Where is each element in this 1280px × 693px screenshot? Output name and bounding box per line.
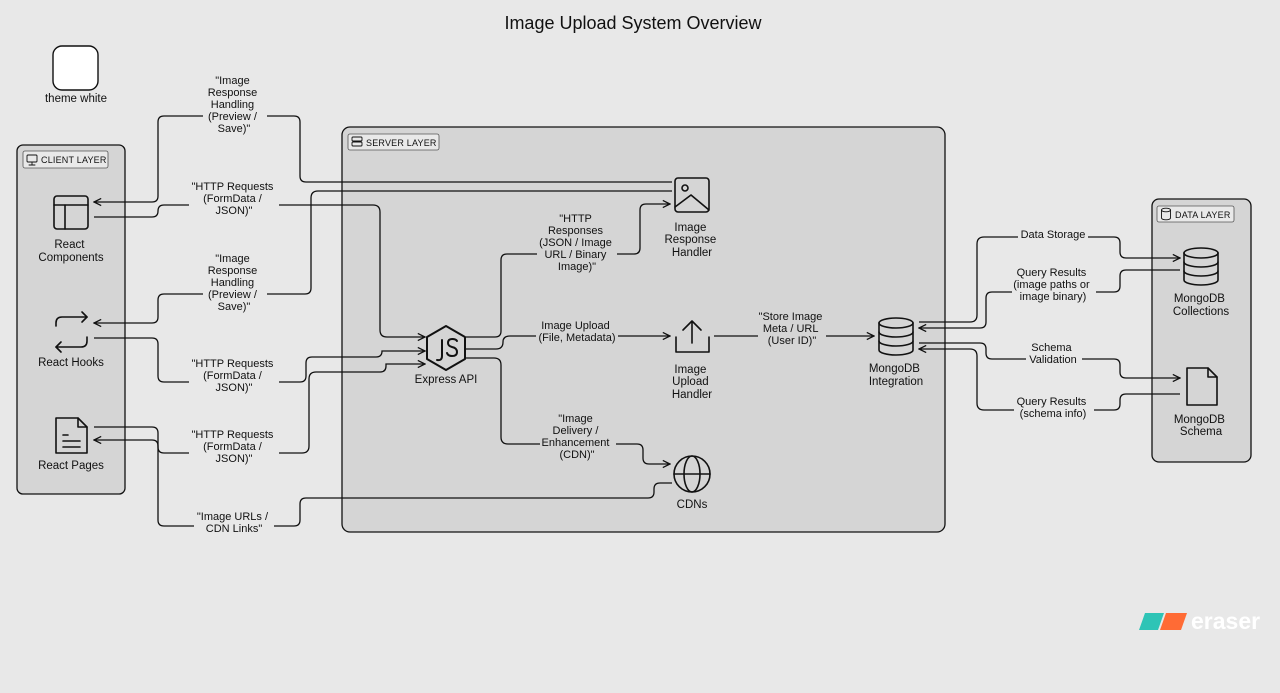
svg-text:Image Upload (File, Me: Image Upload (File, Metadata)	[538, 320, 615, 344]
mongodb-integration-label: MongoDB Integration	[869, 363, 923, 388]
logo-teal-shape	[1139, 613, 1164, 630]
svg-text:"HTTP Requests (FormDa: "HTTP Requests (FormData / JSON)"	[191, 181, 276, 217]
react-hooks-label: React Hooks	[38, 357, 104, 369]
edge-label-schema-validation: Schema Validation	[1026, 341, 1082, 367]
edge-label-query-results-1: Query Results (image paths or image bina…	[1012, 266, 1096, 304]
upload-icon	[675, 320, 710, 353]
edge-label-http-responses: "HTTP Responses (JSON / Image URL / Bina…	[537, 210, 617, 273]
database-small-icon	[1161, 207, 1171, 221]
image-upload-handler-label: Image Upload Handler	[672, 364, 712, 401]
react-pages-label: React Pages	[38, 460, 104, 472]
file-text-icon	[55, 417, 88, 454]
edge-label-image-delivery: "Image Delivery / Enhancement (CDN)"	[540, 412, 616, 462]
edge-label-query-results-2: Query Results (schema info)	[1014, 395, 1094, 421]
eraser-logo: eraser	[1139, 608, 1260, 634]
data-layer-label: DATA LAYER	[1175, 210, 1231, 220]
node-react-hooks[interactable]: React Hooks	[38, 311, 104, 369]
svg-text:"Image Delivery /: "Image Delivery / Enhancement (CDN)"	[542, 413, 613, 461]
edge-pages-to-express[interactable]	[94, 364, 425, 454]
layout-icon	[53, 195, 89, 230]
file-icon	[1186, 367, 1218, 406]
theme-node[interactable]: theme white	[45, 45, 107, 105]
node-mongodb-collections[interactable]: MongoDB Collections	[1173, 247, 1229, 318]
cdns-label: CDNs	[677, 499, 708, 511]
brand-name: eraser	[1191, 608, 1260, 634]
edge-label-http-requests-1: "HTTP Requests (FormData / JSON)"	[189, 180, 279, 217]
edge-label-cdn-links: "Image URLs / CDN Links"	[194, 510, 274, 535]
server-layer-label: SERVER LAYER	[366, 138, 437, 148]
mongodb-schema-label: MongoDB Schema	[1174, 414, 1228, 438]
edge-label-http-requests-3: "HTTP Requests (FormData / JSON)"	[189, 428, 279, 465]
svg-text:Data Storage: Data Storage	[1021, 229, 1086, 241]
image-icon	[674, 177, 710, 213]
server-icon	[351, 136, 363, 147]
svg-text:"HTTP Responses: "HTTP Responses (JSON / Image URL / Bina…	[539, 213, 615, 273]
svg-text:"Store Image Meta / UR: "Store Image Meta / URL (User ID)"	[759, 311, 826, 347]
svg-text:"HTTP Requests (FormDa: "HTTP Requests (FormData / JSON)"	[191, 429, 276, 465]
node-mongodb-integration[interactable]: MongoDB Integration	[869, 317, 923, 388]
react-components-label: React Components	[38, 239, 103, 264]
edge-cdns-to-pages[interactable]	[94, 440, 672, 527]
svg-text:"Image Response: "Image Response Handling (Preview / Save…	[208, 75, 261, 135]
edge-express-to-upload[interactable]	[466, 336, 670, 350]
edge-label-image-upload: Image Upload (File, Metadata)	[536, 318, 618, 344]
edge-components-to-express[interactable]	[94, 204, 425, 337]
svg-text:Schema Validation: Schema Validation	[1029, 342, 1077, 366]
node-react-components[interactable]: React Components	[38, 195, 104, 264]
database-icon	[1183, 247, 1219, 286]
node-react-pages[interactable]: React Pages	[38, 417, 104, 472]
client-layer-group[interactable]: CLIENT LAYER	[16, 144, 126, 495]
repeat-icon	[55, 311, 88, 353]
theme-node-label: theme white	[45, 93, 107, 105]
edge-labels: "Image Response Handling (Preview / Save…	[189, 74, 1096, 535]
server-layer-group[interactable]: SERVER LAYER	[341, 126, 946, 533]
svg-text:"Image URLs / CDN Link: "Image URLs / CDN Links"	[197, 511, 271, 535]
mongodb-collections-label: MongoDB Collections	[1173, 293, 1229, 318]
svg-text:Query Results (image p: Query Results (image paths or image bina…	[1013, 267, 1093, 303]
monitor-icon	[26, 154, 38, 166]
globe-icon	[673, 455, 711, 493]
client-layer-label: CLIENT LAYER	[41, 155, 107, 165]
edge-label-store-meta: "Store Image Meta / URL (User ID)"	[758, 310, 826, 348]
edge-label-data-storage: Data Storage	[1018, 229, 1088, 243]
logo-orange-shape	[1160, 613, 1187, 630]
express-api-label: Express API	[415, 374, 478, 386]
diagram-title: Image Upload System Overview	[504, 13, 762, 33]
node-express-api[interactable]: Express API	[415, 325, 478, 386]
edge-label-response-handling-2: "Image Response Handling (Preview / Save…	[203, 252, 267, 314]
svg-text:Query Results (schema: Query Results (schema info)	[1017, 396, 1090, 420]
svg-text:"HTTP Requests (FormDa: "HTTP Requests (FormData / JSON)"	[191, 358, 276, 394]
edge-label-http-requests-2: "HTTP Requests (FormData / JSON)"	[189, 357, 279, 394]
node-image-response-handler[interactable]: Image Response Handler	[665, 177, 720, 259]
image-response-handler-label: Image Response Handler	[665, 222, 720, 259]
edge-label-response-handling-1: "Image Response Handling (Preview / Save…	[203, 74, 267, 136]
data-layer-group[interactable]: DATA LAYER	[1151, 198, 1252, 463]
node-mongodb-schema[interactable]: MongoDB Schema	[1174, 367, 1228, 438]
node-cdns[interactable]: CDNs	[673, 455, 711, 511]
svg-text:"Image Response: "Image Response Handling (Preview / Save…	[208, 253, 261, 313]
node-image-upload-handler[interactable]: Image Upload Handler	[672, 320, 712, 401]
database-icon	[878, 317, 914, 356]
nodejs-icon	[426, 325, 466, 371]
edge-hooks-to-express[interactable]	[94, 337, 425, 383]
